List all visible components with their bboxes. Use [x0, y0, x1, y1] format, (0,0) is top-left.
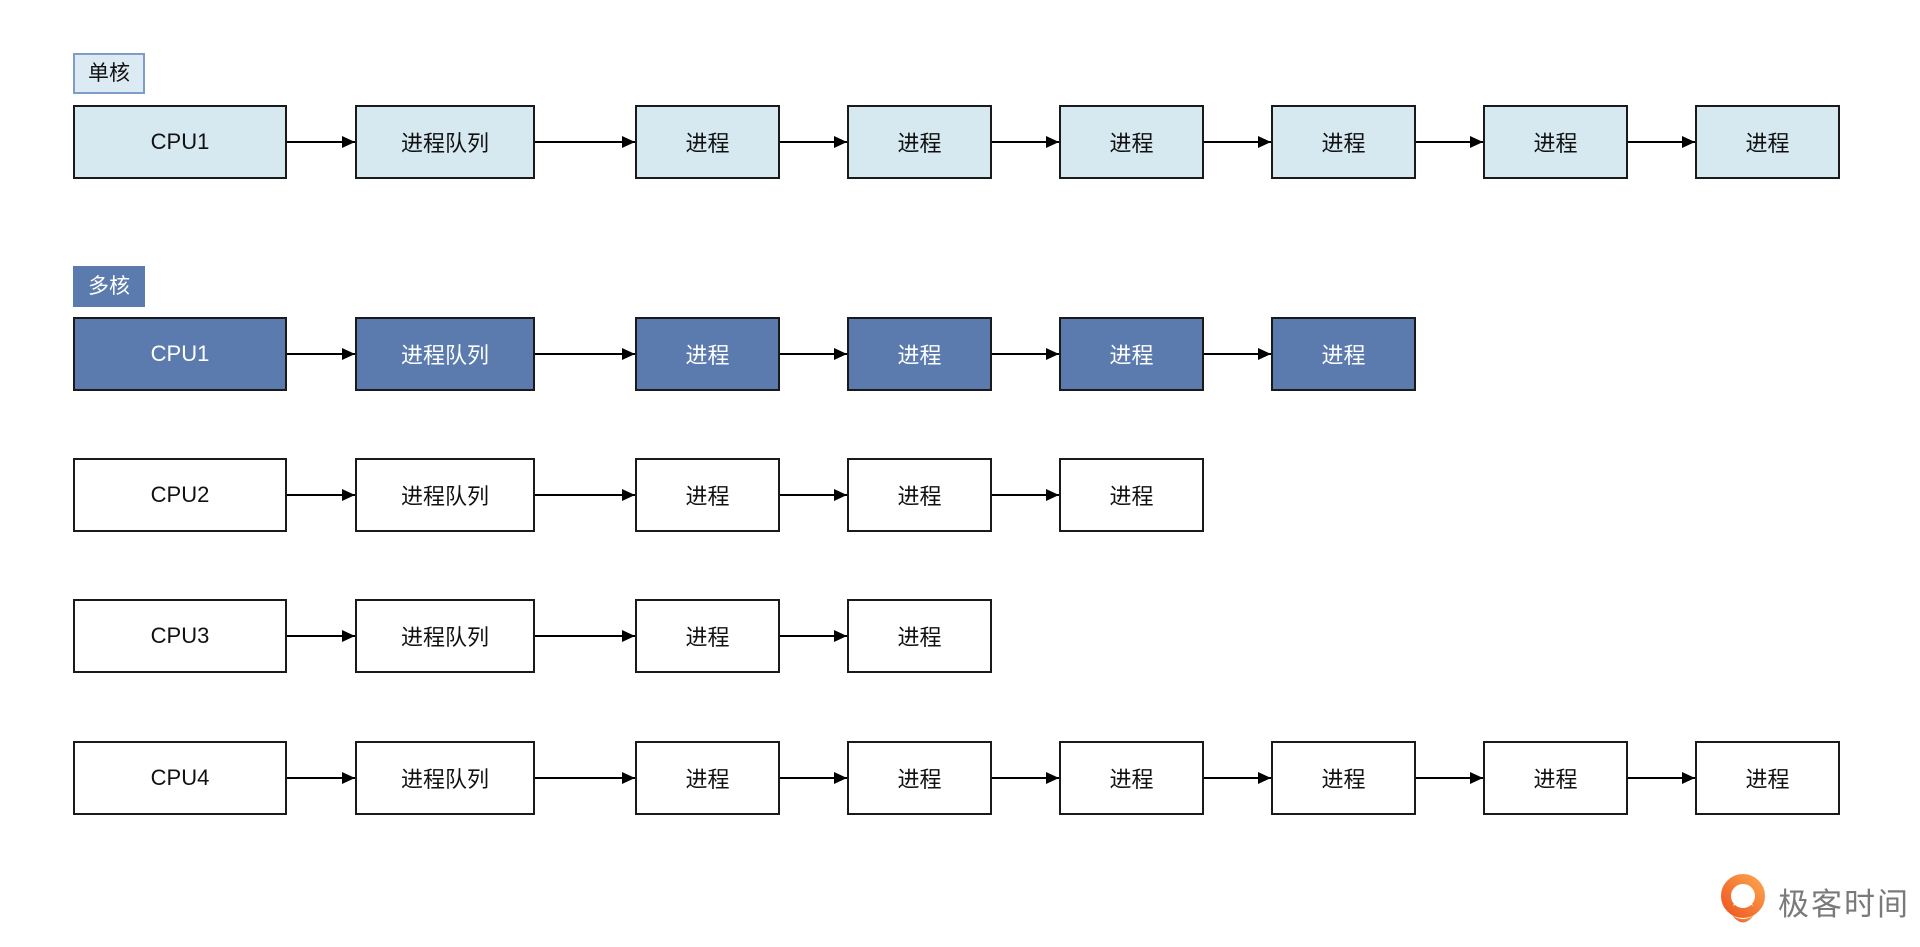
- cpu-box: CPU3: [73, 599, 287, 673]
- arrowhead-icon: [622, 348, 635, 360]
- arrowhead-icon: [1258, 348, 1271, 360]
- process-box: 进程: [1695, 741, 1840, 815]
- arrowhead-icon: [1470, 772, 1483, 784]
- process-box: 进程: [635, 105, 780, 179]
- cpu-box: CPU2: [73, 458, 287, 532]
- arrowhead-icon: [622, 772, 635, 784]
- process-box: 进程: [1271, 105, 1416, 179]
- arrow-right-icon: [1204, 348, 1271, 360]
- arrowhead-icon: [622, 630, 635, 642]
- arrow-right-icon: [1416, 772, 1483, 784]
- arrow-right-icon: [535, 136, 635, 148]
- process-box: 进程: [847, 105, 992, 179]
- geektime-logo-icon: [1721, 874, 1765, 923]
- arrow-right-icon: [780, 489, 847, 501]
- arrowhead-icon: [1682, 772, 1695, 784]
- arrow-right-icon: [992, 772, 1059, 784]
- arrowhead-icon: [834, 348, 847, 360]
- arrow-right-icon: [780, 136, 847, 148]
- arrowhead-icon: [342, 630, 355, 642]
- process-box: 进程: [635, 458, 780, 532]
- geektime-logo: 极客时间: [1716, 872, 1910, 930]
- process-queue-box: 进程队列: [355, 105, 535, 179]
- process-queue-box: 进程队列: [355, 458, 535, 532]
- process-box: 进程: [1059, 458, 1204, 532]
- arrowhead-icon: [1046, 136, 1059, 148]
- process-box: 进程: [1271, 317, 1416, 391]
- arrowhead-icon: [1682, 136, 1695, 148]
- process-box: 进程: [1059, 741, 1204, 815]
- arrow-right-icon: [992, 489, 1059, 501]
- process-box: 进程: [635, 741, 780, 815]
- cpu-box: CPU1: [73, 105, 287, 179]
- arrowhead-icon: [1046, 772, 1059, 784]
- arrowhead-icon: [342, 348, 355, 360]
- process-box: 进程: [635, 317, 780, 391]
- arrow-right-icon: [535, 348, 635, 360]
- process-box: 进程: [847, 741, 992, 815]
- process-queue-box: 进程队列: [355, 741, 535, 815]
- process-box: 进程: [847, 317, 992, 391]
- arrowhead-icon: [342, 136, 355, 148]
- arrow-right-icon: [780, 348, 847, 360]
- cpu-box: CPU1: [73, 317, 287, 391]
- arrowhead-icon: [622, 136, 635, 148]
- process-box: 进程: [1695, 105, 1840, 179]
- arrowhead-icon: [1046, 348, 1059, 360]
- arrow-right-icon: [287, 630, 355, 642]
- section-label-multi-core: 多核: [73, 266, 145, 307]
- arrowhead-icon: [1258, 136, 1271, 148]
- arrowhead-icon: [342, 489, 355, 501]
- arrowhead-icon: [834, 136, 847, 148]
- arrow-right-icon: [780, 630, 847, 642]
- arrow-right-icon: [287, 348, 355, 360]
- arrow-right-icon: [287, 489, 355, 501]
- arrow-right-icon: [992, 136, 1059, 148]
- arrowhead-icon: [834, 772, 847, 784]
- arrowhead-icon: [1258, 772, 1271, 784]
- arrow-right-icon: [1416, 136, 1483, 148]
- arrow-right-icon: [535, 489, 635, 501]
- geektime-logo-text: 极客时间: [1778, 886, 1910, 922]
- arrow-right-icon: [780, 772, 847, 784]
- process-box: 进程: [847, 458, 992, 532]
- section-label-single-core: 单核: [73, 53, 145, 94]
- process-queue-box: 进程队列: [355, 317, 535, 391]
- process-box: 进程: [847, 599, 992, 673]
- arrowhead-icon: [622, 489, 635, 501]
- arrow-right-icon: [1204, 772, 1271, 784]
- process-box: 进程: [1059, 105, 1204, 179]
- arrow-right-icon: [1204, 136, 1271, 148]
- arrow-right-icon: [287, 136, 355, 148]
- cpu-box: CPU4: [73, 741, 287, 815]
- process-box: 进程: [1483, 105, 1628, 179]
- arrow-right-icon: [1628, 136, 1695, 148]
- arrow-right-icon: [1628, 772, 1695, 784]
- arrow-right-icon: [535, 630, 635, 642]
- process-box: 进程: [1271, 741, 1416, 815]
- arrow-right-icon: [992, 348, 1059, 360]
- arrowhead-icon: [834, 489, 847, 501]
- flow-row-cpu3: CPU3 进程队列 进程进程: [73, 599, 992, 673]
- arrow-right-icon: [535, 772, 635, 784]
- arrow-right-icon: [287, 772, 355, 784]
- process-box: 进程: [635, 599, 780, 673]
- arrowhead-icon: [834, 630, 847, 642]
- process-box: 进程: [1059, 317, 1204, 391]
- process-queue-box: 进程队列: [355, 599, 535, 673]
- process-box: 进程: [1483, 741, 1628, 815]
- arrowhead-icon: [1046, 489, 1059, 501]
- arrowhead-icon: [1470, 136, 1483, 148]
- arrowhead-icon: [342, 772, 355, 784]
